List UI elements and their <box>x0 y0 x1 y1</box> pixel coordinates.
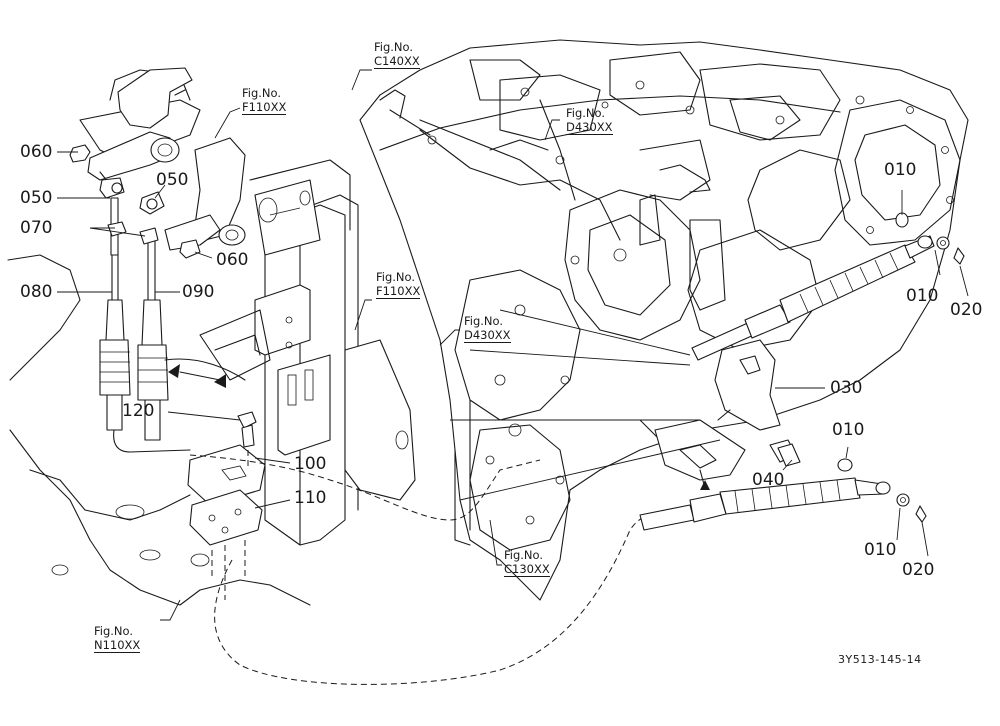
part-label-030: 030 <box>830 378 863 398</box>
part-label-010-upper-washer: 010 <box>906 286 939 306</box>
part-label-050-right: 050 <box>156 170 189 190</box>
part-label-020-lower: 020 <box>902 560 935 580</box>
fig-ref-number: D430XX <box>566 120 613 135</box>
fig-ref-number: F110XX <box>376 284 421 299</box>
fig-ref-f110-top: Fig.No. F110XX <box>242 86 287 115</box>
lower-cable <box>639 458 927 531</box>
part-label-010-lower-top: 010 <box>832 420 865 440</box>
part-label-010-top-right: 010 <box>884 160 917 180</box>
fig-ref-number: C130XX <box>504 562 550 577</box>
fig-ref-d430-top: Fig.No. D430XX <box>566 106 613 135</box>
small-hardware <box>69 144 201 259</box>
fig-ref-caption: Fig.No. <box>374 40 414 54</box>
fig-ref-caption: Fig.No. <box>242 86 282 100</box>
fig-ref-d430-mid: Fig.No. D430XX <box>464 314 511 343</box>
part-label-120: 120 <box>122 401 155 421</box>
cable-routing <box>189 454 661 685</box>
part-label-100: 100 <box>294 454 327 474</box>
fig-ref-caption: Fig.No. <box>566 106 606 120</box>
part-label-020-upper: 020 <box>950 300 983 320</box>
fig-ref-c140: Fig.No. C140XX <box>374 40 420 69</box>
part-label-010-lower-washer: 010 <box>864 540 897 560</box>
transmission-case <box>359 39 969 601</box>
guide-lines <box>164 309 721 501</box>
part-label-110: 110 <box>294 488 327 508</box>
leader-lines <box>57 69 969 621</box>
fig-ref-caption: Fig.No. <box>94 624 134 638</box>
drawing-code: 3Y513-145-14 <box>838 653 922 666</box>
fig-ref-caption: Fig.No. <box>376 270 416 284</box>
control-cable-right <box>137 231 169 441</box>
fig-ref-n110: Fig.No. N110XX <box>94 624 141 653</box>
cable-bracket <box>654 339 801 490</box>
upper-cable <box>691 212 965 361</box>
part-label-050-left: 050 <box>20 188 53 208</box>
shift-lever-assembly <box>87 67 246 251</box>
fig-ref-number: D430XX <box>464 328 511 343</box>
bracket-frame <box>199 159 416 546</box>
mounting-plates <box>187 411 266 600</box>
fig-ref-c130: Fig.No. C130XX <box>504 548 550 577</box>
fig-ref-number: F110XX <box>242 100 287 115</box>
control-cable-left <box>99 197 191 453</box>
part-label-060-mid: 060 <box>216 250 249 270</box>
fig-ref-caption: Fig.No. <box>504 548 544 562</box>
part-label-060-top: 060 <box>20 142 53 162</box>
part-label-080: 080 <box>20 282 53 302</box>
part-label-090: 090 <box>182 282 215 302</box>
fig-ref-number: N110XX <box>94 638 141 653</box>
fig-ref-caption: Fig.No. <box>464 314 504 328</box>
part-label-040: 040 <box>752 470 785 490</box>
part-label-070: 070 <box>20 218 53 238</box>
fig-ref-f110-mid: Fig.No. F110XX <box>376 270 421 299</box>
fig-ref-number: C140XX <box>374 54 420 69</box>
